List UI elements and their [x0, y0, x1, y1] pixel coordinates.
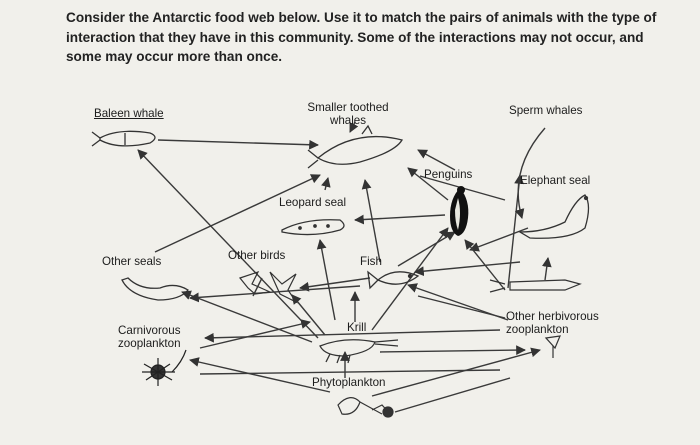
carnivorous-zooplankton-sketch	[142, 349, 187, 386]
arrow-carn-zoo-to-krill	[199, 319, 311, 349]
question-text: Consider the Antarctic food web below. U…	[66, 10, 657, 64]
arrow-phyto-low-right	[394, 377, 511, 413]
arrow-sperm-curve	[514, 127, 546, 219]
label-other-birds: Other birds	[228, 249, 286, 262]
arrow-fish-to-penguins	[397, 231, 456, 267]
label-phytoplankton: Phytoplankton	[312, 376, 386, 389]
arrow-krill-right	[379, 345, 526, 356]
label-elephant-seal: Elephant seal	[520, 174, 591, 187]
arrow-elephant-to-penguin	[469, 227, 529, 252]
arrow-penguins-to-leopard	[354, 214, 446, 225]
label-baleen-whale: Baleen whale	[94, 107, 164, 120]
arrow-herb-zoo-bottom	[417, 295, 506, 319]
arrow-fish-to-other-seals	[189, 285, 361, 303]
label-fish: Fish	[360, 255, 382, 268]
phytoplankton-sketch	[337, 397, 394, 418]
other-seals-sketch	[121, 277, 189, 301]
squid-sketch	[489, 279, 582, 293]
label-penguins: Penguins	[424, 168, 473, 181]
leopard-seal-sketch	[281, 219, 345, 236]
arrow-squid-to-elephant	[541, 257, 552, 281]
arrow-baleen-to-toothed	[157, 139, 319, 150]
arrow-toothed-in	[349, 121, 359, 133]
arrow-penguins-to-toothed	[407, 167, 449, 201]
feeding-arrows	[137, 121, 552, 413]
arrow-penguins-to-sperm	[417, 149, 456, 171]
label-krill: Krill	[347, 321, 367, 334]
arrow-krill-to-leopard	[316, 239, 336, 321]
fish-sketch	[367, 270, 420, 290]
arrow-leopard-to-toothed	[321, 177, 331, 191]
label-other-herbivorous-zooplankton: Other herbivorous zooplankton	[506, 310, 599, 336]
elephant-seal-sketch	[517, 194, 590, 239]
label-smaller-toothed-whales: Smaller toothed whales	[307, 101, 389, 127]
krill-sketch	[319, 339, 399, 364]
arrow-other-seals-to-toothed	[154, 174, 321, 253]
label-other-seals: Other seals	[102, 255, 162, 268]
baleen-whale-sketch	[91, 130, 156, 147]
label-leopard-seal: Leopard seal	[279, 196, 347, 209]
toothed-whale-sketch	[307, 124, 403, 169]
other-birds-sketch	[238, 270, 298, 304]
label-carnivorous-zooplankton: Carnivorous zooplankton	[118, 324, 181, 350]
arrow-phyto-right	[199, 369, 501, 375]
arrow-krill-to-baleen	[137, 149, 319, 339]
herbivorous-zooplankton-sketch	[544, 335, 561, 358]
arrow-krill-to-birds	[291, 294, 326, 336]
arrow-krill-to-other-seals	[181, 290, 313, 343]
arrow-krill-to-penguins	[371, 227, 449, 331]
label-sperm-whales: Sperm whales	[509, 104, 583, 117]
arrow-phyto-to-carn-zoo	[189, 357, 331, 393]
arrow-fish-to-birds	[299, 277, 371, 292]
arrow-fish-to-toothed	[361, 179, 381, 263]
arrow-phyto-to-herb-zoo	[371, 347, 541, 397]
arrow-squid-to-fish	[414, 261, 521, 277]
penguin-sketch	[450, 186, 469, 236]
arrow-herb-zoo-to-carn	[204, 329, 501, 343]
